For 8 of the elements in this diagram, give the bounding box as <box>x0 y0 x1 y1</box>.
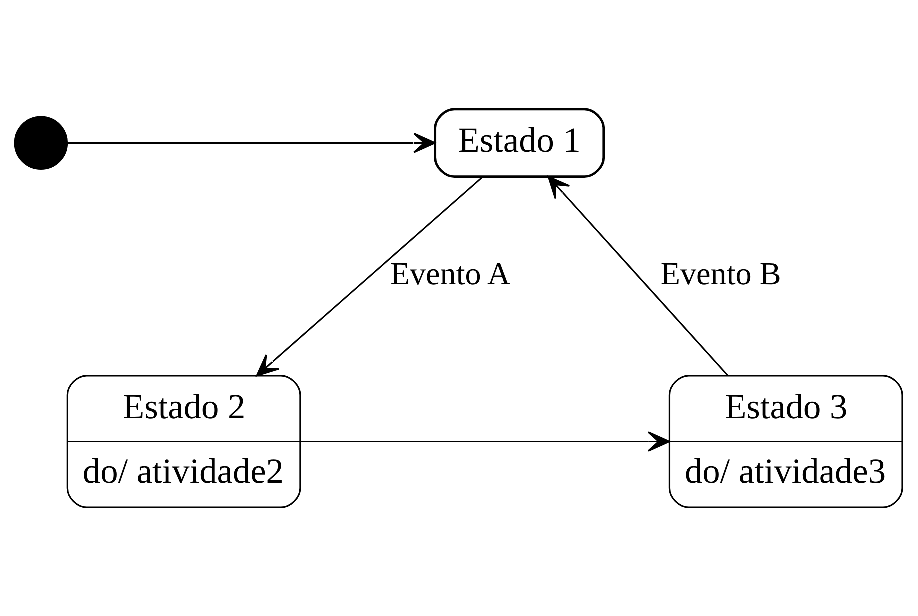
arrow <box>66 132 436 153</box>
edge-label: Evento A <box>390 254 511 291</box>
node-circle <box>14 116 68 170</box>
edge-label: Evento B <box>660 254 782 291</box>
arrow <box>548 176 729 376</box>
arrow <box>256 176 484 376</box>
arrow <box>300 431 670 452</box>
node-box: Estado 1 <box>434 108 606 178</box>
